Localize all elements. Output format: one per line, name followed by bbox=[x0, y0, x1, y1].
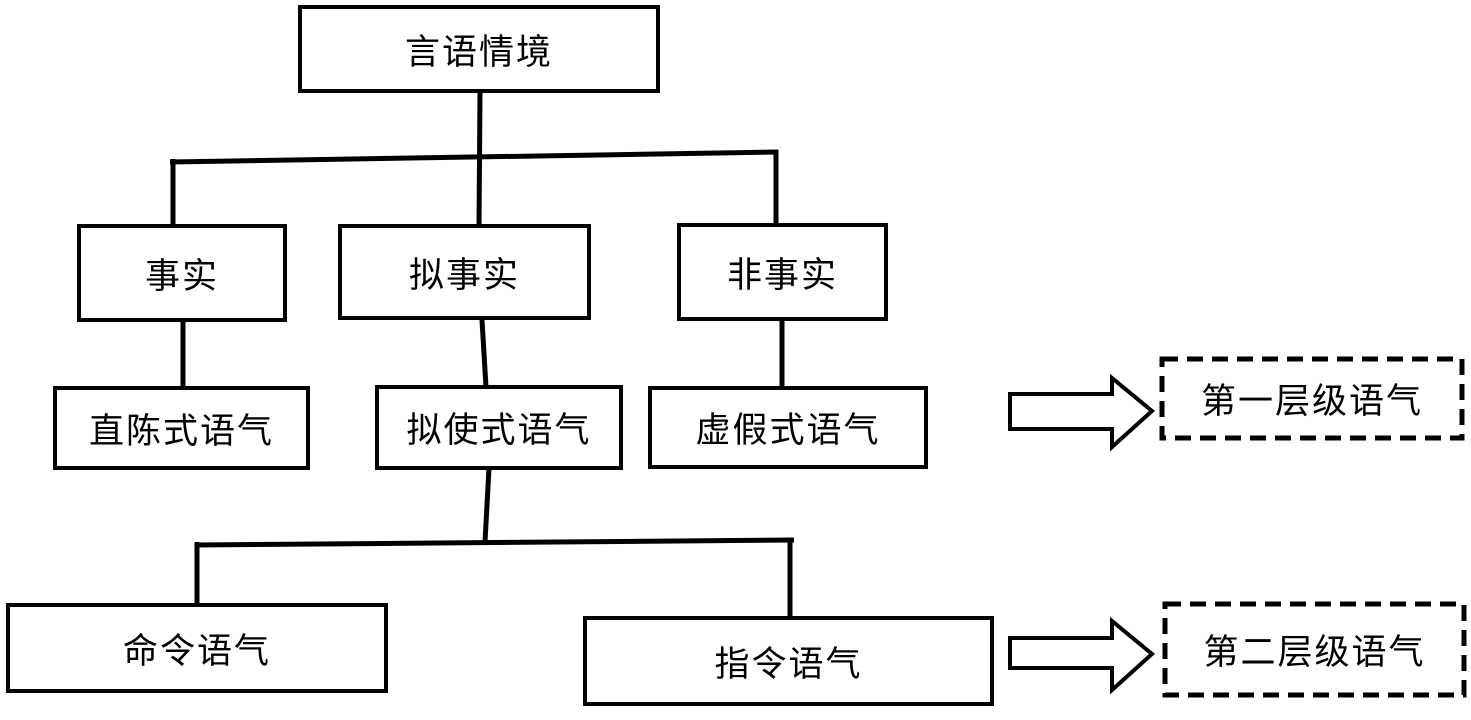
edge-bottom-bar bbox=[194, 537, 795, 548]
level1-block-arrow-icon bbox=[1008, 373, 1156, 452]
level1-dashed-box bbox=[1159, 356, 1465, 441]
level2-dashed-box bbox=[1162, 601, 1467, 698]
node-fact: 事实 bbox=[77, 224, 287, 322]
node-level-two-mood: 第二层级语气 bbox=[1203, 633, 1426, 672]
edge-top-bar bbox=[169, 149, 779, 165]
node-speech-context: 言语情境 bbox=[298, 5, 660, 93]
edge-quasiimp-down bbox=[482, 467, 492, 543]
node-hypothetical-mood: 虚假式语气 bbox=[648, 386, 928, 469]
node-non-fact: 非事实 bbox=[677, 223, 888, 321]
node-quasi-fact: 拟事实 bbox=[338, 224, 591, 320]
edge-quasifact-quasiimp bbox=[479, 319, 489, 388]
node-level-one-mood: 第一层级语气 bbox=[1200, 382, 1423, 421]
level2-block-arrow-icon bbox=[1008, 616, 1156, 695]
node-quasi-imperative-mood: 拟使式语气 bbox=[375, 385, 623, 470]
node-directive-mood: 指令语气 bbox=[583, 616, 994, 706]
node-command-mood: 命令语气 bbox=[6, 603, 388, 693]
node-indicative-mood: 直陈式语气 bbox=[53, 386, 310, 470]
